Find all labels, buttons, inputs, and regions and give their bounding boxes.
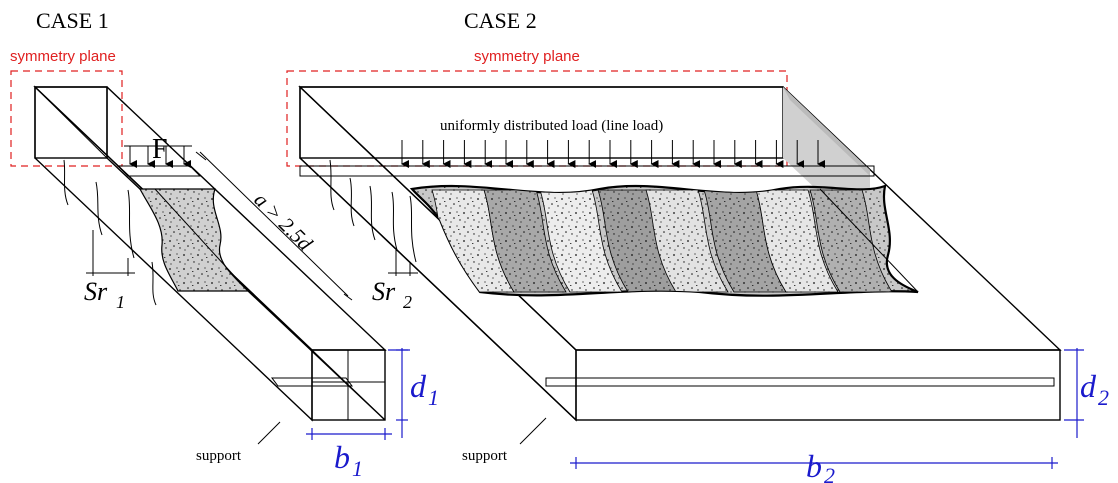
case2-support-leader <box>519 417 547 445</box>
case2-spacing-label: Sr <box>372 277 396 306</box>
case2-edge <box>299 157 577 421</box>
case2-load-strip <box>299 165 875 177</box>
case1-depth-label: d <box>410 368 427 404</box>
case2-depth-label: d <box>1080 368 1097 404</box>
case1-crack-diagonal <box>154 188 249 292</box>
case2-crack <box>391 191 398 251</box>
case2-far-section <box>575 349 1061 421</box>
case2-diagram: CASE 2 symmetry plane uniformly distribu… <box>286 8 1109 483</box>
case1-width-sub: 1 <box>352 456 363 481</box>
case1-support-label: support <box>196 448 242 464</box>
case2-crack <box>329 159 335 211</box>
case2-support-label: support <box>462 448 508 464</box>
case1-distance-line <box>199 151 349 297</box>
case1-distance-tick <box>343 293 353 301</box>
case2-crack <box>409 195 417 263</box>
case2-symmetry-label: symmetry plane <box>474 48 580 65</box>
case1-crack <box>151 261 157 306</box>
case1-crack <box>95 181 103 236</box>
case2-title: CASE 2 <box>464 8 537 33</box>
case1-distance-tick <box>195 151 207 161</box>
case2-load-arrows <box>401 140 825 168</box>
case2-crack <box>349 177 355 227</box>
case2-width-label: b <box>806 448 822 483</box>
case1-symmetry-plane <box>10 70 123 167</box>
case1-force-label: F <box>152 134 168 165</box>
case1-section-diagonal <box>34 86 108 159</box>
case1-diagram: CASE 1 symmetry plane F <box>10 8 439 481</box>
case1-width-label: b <box>334 439 350 475</box>
case2-crack <box>369 185 376 241</box>
case2-spacing-sub: 2 <box>403 292 412 312</box>
case1-symmetry-label: symmetry plane <box>10 48 116 65</box>
case1-distance-label: a > 2.5d <box>249 188 317 256</box>
case1-spacing-sub: 1 <box>116 292 125 312</box>
case1-crack-speckle <box>140 189 248 291</box>
case1-force-arrows <box>124 145 192 168</box>
case2-shade <box>783 87 870 176</box>
case1-depth-sub: 1 <box>428 385 439 410</box>
case1-crack <box>127 189 135 259</box>
case2-support-strip <box>545 377 1055 387</box>
case2-load-label: uniformly distributed load (line load) <box>440 118 663 134</box>
case1-support-leader <box>257 421 281 445</box>
case2-crack-diagonal <box>819 188 919 293</box>
case2-width-sub: 2 <box>824 463 835 483</box>
case1-support-plate <box>271 377 353 387</box>
case2-depth-sub: 2 <box>1098 385 1109 410</box>
case1-load-plate <box>116 165 202 177</box>
case2-crack-speckle <box>412 186 918 296</box>
case1-title: CASE 1 <box>36 8 109 33</box>
case1-spacing-label: Sr <box>84 277 108 306</box>
case1-crack <box>63 159 69 206</box>
